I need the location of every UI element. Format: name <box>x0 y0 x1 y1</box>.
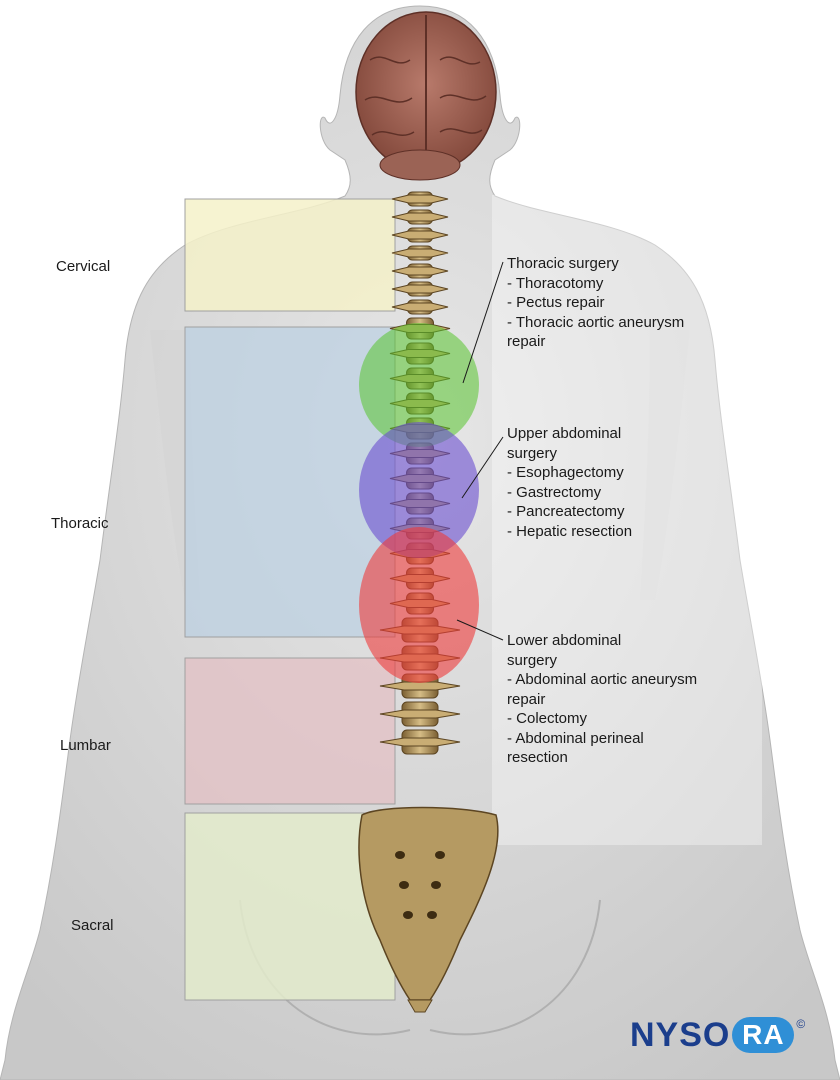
sacral-foramen <box>403 911 413 919</box>
leader-lines <box>456 261 504 641</box>
sacral-foramen <box>435 851 445 859</box>
transverse-process <box>391 248 449 258</box>
logo-badge: RA <box>732 1017 795 1053</box>
upper-abdominal-zone <box>359 422 479 558</box>
annotation-panel <box>492 195 762 845</box>
annotation-line: repair <box>507 690 546 708</box>
leader-line-upper-abdominal <box>461 436 504 499</box>
annotation-line: - Esophagectomy <box>507 464 624 481</box>
transverse-process <box>391 266 449 276</box>
transverse-process <box>379 681 461 691</box>
annotation-line: - Abdominal perineal <box>507 729 644 747</box>
annotation-line: - Pancreatectomy <box>507 503 625 520</box>
coccyx <box>407 999 433 1013</box>
sacral-foramen <box>399 881 409 889</box>
transverse-process <box>391 230 449 240</box>
sacral-foramen <box>427 911 437 919</box>
sacrum <box>358 806 499 1001</box>
region-label-sacral: Sacral <box>71 917 114 934</box>
annotation-line: - Pectus repair <box>507 294 605 311</box>
transverse-process <box>391 302 449 312</box>
nysora-logo: NYSO RA © <box>630 1015 806 1055</box>
sacral-foramen <box>431 881 441 889</box>
region-label-cervical: Cervical <box>56 258 111 275</box>
annotation-line: repair <box>507 333 546 350</box>
annotation-line: - Thoracic aortic aneurysm <box>507 313 685 331</box>
transverse-process <box>379 709 461 719</box>
annotation-line: - Hepatic resection <box>507 522 633 540</box>
annotation-line: - Abdominal aortic aneurysm <box>507 671 698 688</box>
annotation-line: surgery <box>507 444 558 462</box>
annotation-line: Lower abdominal <box>507 632 622 649</box>
lumbar-box <box>184 657 396 805</box>
annotation-thoracic-surgery: Thoracic surgery - Thoracotomy - Pectus … <box>507 254 684 352</box>
transverse-process <box>391 194 449 204</box>
annotation-line: Upper abdominal <box>507 425 622 442</box>
annotation-line: - Thoracotomy <box>507 274 604 292</box>
annotation-upper-abdominal-surgery: Upper abdominal surgery - Esophagectomy … <box>507 424 632 541</box>
annotation-line: surgery <box>507 651 558 669</box>
annotation-line: - Colectomy <box>507 710 588 727</box>
logo-text: NYSO <box>630 1015 731 1054</box>
cervical-box <box>184 198 396 312</box>
annotation-line: - Gastrectomy <box>507 483 602 501</box>
transverse-process <box>379 737 461 747</box>
leader-line-thoracic <box>462 261 504 384</box>
sacral-foramen <box>395 851 405 859</box>
transverse-process <box>391 284 449 294</box>
surgery-zones <box>359 323 479 683</box>
region-label-lumbar: Lumbar <box>60 737 111 754</box>
leader-line-lower-abdominal <box>456 619 504 641</box>
region-label-thoracic: Thoracic <box>51 515 109 532</box>
annotation-line: Thoracic surgery <box>507 255 619 272</box>
lower-abdominal-zone <box>359 527 479 683</box>
thoracic-surgery-zone <box>359 323 479 447</box>
annotation-lower-abdominal-surgery: Lower abdominal surgery - Abdominal aort… <box>507 631 697 768</box>
copyright-mark: © <box>796 1017 807 1031</box>
transverse-process <box>391 212 449 222</box>
brain <box>355 11 497 181</box>
annotation-line: resection <box>507 749 568 766</box>
